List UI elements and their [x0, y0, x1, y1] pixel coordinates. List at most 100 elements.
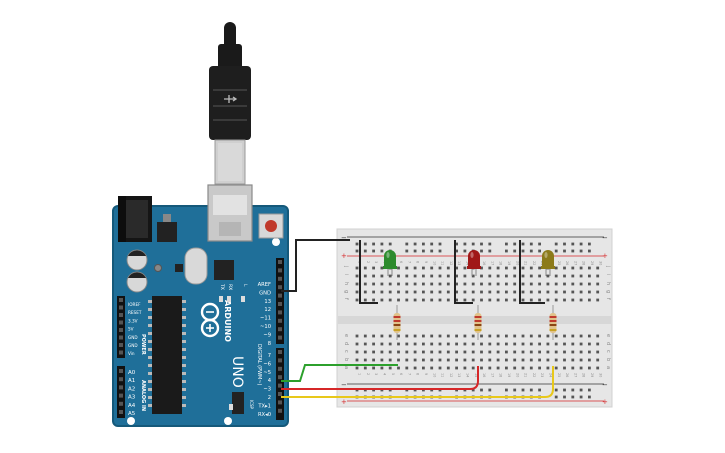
breadboard-hole[interactable] — [355, 282, 359, 286]
breadboard-hole[interactable] — [463, 290, 467, 294]
breadboard-hole[interactable] — [463, 366, 467, 370]
breadboard-hole[interactable] — [455, 350, 458, 354]
rail-hole[interactable] — [505, 388, 508, 392]
breadboard-hole[interactable] — [521, 282, 525, 286]
breadboard-hole[interactable] — [521, 342, 525, 346]
breadboard-hole[interactable] — [455, 274, 458, 278]
breadboard-hole[interactable] — [446, 274, 450, 278]
breadboard-hole[interactable] — [455, 282, 458, 286]
breadboard-hole[interactable] — [496, 342, 500, 346]
breadboard-hole[interactable] — [480, 274, 483, 278]
breadboard-hole[interactable] — [529, 342, 533, 346]
breadboard-hole[interactable] — [430, 366, 434, 370]
breadboard-hole[interactable] — [430, 358, 434, 362]
breadboard-hole[interactable] — [488, 350, 492, 354]
breadboard-hole[interactable] — [488, 298, 492, 302]
breadboard-hole[interactable] — [372, 350, 375, 354]
breadboard-hole[interactable] — [588, 350, 591, 354]
breadboard-hole[interactable] — [496, 298, 500, 302]
breadboard-hole[interactable] — [388, 342, 392, 346]
breadboard-hole[interactable] — [513, 366, 517, 370]
breadboard-hole[interactable] — [521, 298, 525, 302]
breadboard-hole[interactable] — [546, 350, 550, 354]
breadboard-hole[interactable] — [505, 366, 508, 370]
breadboard-hole[interactable] — [505, 282, 508, 286]
breadboard-hole[interactable] — [563, 282, 566, 286]
breadboard-hole[interactable] — [430, 334, 434, 338]
breadboard-hole[interactable] — [488, 266, 492, 270]
breadboard-hole[interactable] — [413, 342, 417, 346]
breadboard-hole[interactable] — [538, 298, 541, 302]
breadboard-hole[interactable] — [554, 290, 558, 294]
breadboard-hole[interactable] — [405, 266, 409, 270]
rail-hole[interactable] — [480, 388, 483, 392]
breadboard-hole[interactable] — [579, 266, 583, 270]
breadboard-hole[interactable] — [438, 290, 442, 294]
breadboard-hole[interactable] — [480, 282, 483, 286]
breadboard-hole[interactable] — [397, 366, 400, 370]
breadboard-hole[interactable] — [579, 350, 583, 354]
rail-hole[interactable] — [363, 242, 367, 246]
breadboard-hole[interactable] — [455, 358, 458, 362]
breadboard-hole[interactable] — [513, 358, 517, 362]
breadboard-hole[interactable] — [554, 266, 558, 270]
breadboard-hole[interactable] — [513, 290, 517, 294]
breadboard-hole[interactable] — [513, 334, 517, 338]
breadboard-hole[interactable] — [505, 266, 508, 270]
breadboard-hole[interactable] — [413, 282, 417, 286]
breadboard-hole[interactable] — [363, 266, 367, 270]
breadboard-hole[interactable] — [388, 334, 392, 338]
breadboard-hole[interactable] — [471, 290, 475, 294]
breadboard-hole[interactable] — [538, 358, 541, 362]
breadboard-hole[interactable] — [463, 358, 467, 362]
breadboard-hole[interactable] — [471, 342, 475, 346]
rail-hole[interactable] — [521, 242, 525, 246]
rail-hole[interactable] — [521, 388, 525, 392]
rail-hole[interactable] — [463, 249, 467, 253]
breadboard-hole[interactable] — [538, 290, 541, 294]
breadboard-hole[interactable] — [496, 266, 500, 270]
breadboard-hole[interactable] — [463, 350, 467, 354]
breadboard-hole[interactable] — [579, 342, 583, 346]
rail-hole[interactable] — [488, 249, 492, 253]
breadboard-hole[interactable] — [397, 282, 400, 286]
breadboard-hole[interactable] — [405, 366, 409, 370]
rail-hole[interactable] — [563, 395, 566, 399]
breadboard-hole[interactable] — [430, 266, 434, 270]
breadboard-hole[interactable] — [488, 334, 492, 338]
breadboard-hole[interactable] — [372, 298, 375, 302]
breadboard-hole[interactable] — [529, 298, 533, 302]
breadboard-hole[interactable] — [405, 358, 409, 362]
breadboard-hole[interactable] — [372, 366, 375, 370]
breadboard-hole[interactable] — [422, 266, 425, 270]
breadboard-hole[interactable] — [596, 342, 600, 346]
breadboard-hole[interactable] — [480, 350, 483, 354]
breadboard-hole[interactable] — [521, 274, 525, 278]
breadboard-hole[interactable] — [538, 266, 541, 270]
reset-button[interactable] — [258, 213, 284, 239]
breadboard-hole[interactable] — [521, 334, 525, 338]
breadboard-hole[interactable] — [446, 298, 450, 302]
breadboard-hole[interactable] — [563, 342, 566, 346]
rail-hole[interactable] — [513, 249, 517, 253]
breadboard-hole[interactable] — [505, 342, 508, 346]
breadboard-hole[interactable] — [405, 350, 409, 354]
breadboard-hole[interactable] — [579, 274, 583, 278]
breadboard-hole[interactable] — [413, 266, 417, 270]
breadboard-hole[interactable] — [363, 290, 367, 294]
breadboard-hole[interactable] — [521, 290, 525, 294]
breadboard-hole[interactable] — [596, 282, 600, 286]
rail-hole[interactable] — [471, 388, 475, 392]
breadboard-hole[interactable] — [554, 350, 558, 354]
breadboard-hole[interactable] — [505, 334, 508, 338]
rail-hole[interactable] — [463, 242, 467, 246]
breadboard-hole[interactable] — [463, 334, 467, 338]
breadboard-hole[interactable] — [397, 358, 400, 362]
breadboard-hole[interactable] — [372, 274, 375, 278]
rail-hole[interactable] — [422, 242, 425, 246]
breadboard-hole[interactable] — [588, 266, 591, 270]
breadboard-hole[interactable] — [571, 290, 575, 294]
breadboard-hole[interactable] — [438, 266, 442, 270]
breadboard-hole[interactable] — [521, 358, 525, 362]
rail-hole[interactable] — [388, 242, 392, 246]
